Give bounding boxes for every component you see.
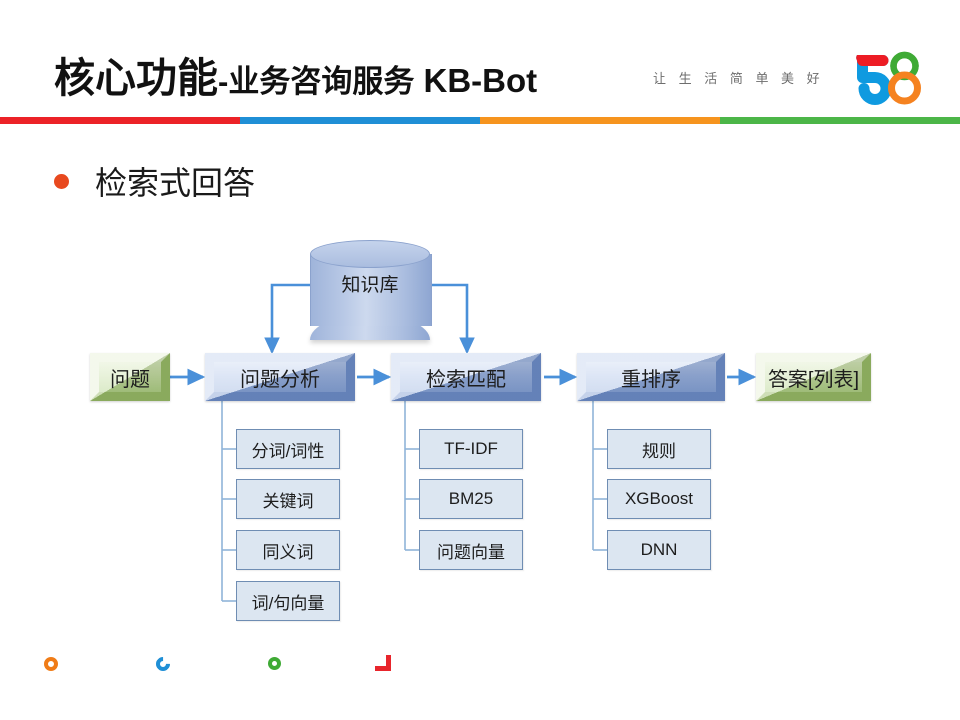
subbox-label: BM25 <box>448 489 494 508</box>
deco-green-ring-icon <box>268 657 281 670</box>
header-bar-orange <box>480 117 720 124</box>
page-title: 核心功能-业务咨询服务 KB-Bot <box>54 44 537 104</box>
subbox-rules[interactable]: 规则 <box>607 429 711 469</box>
flow-box-rerank-label: 重排序 <box>621 368 681 391</box>
subbox-label: 分词/词性 <box>251 441 325 461</box>
flow-box-question-analysis-label: 问题分析 <box>240 368 320 391</box>
knowledge-base-label: 知识库 <box>341 274 399 296</box>
subbox-xgboost[interactable]: XGBoost <box>607 479 711 519</box>
flow-box-retrieval-match[interactable]: 检索匹配 <box>391 353 541 401</box>
page-title-main: 核心功能 <box>54 55 218 101</box>
subbox-label: TF-IDF <box>444 439 498 458</box>
subbox-word-sentence-vector[interactable]: 词/句向量 <box>236 581 340 621</box>
header-bar-blue <box>240 117 480 124</box>
subbox-label: 同义词 <box>262 542 314 562</box>
subbox-keyword[interactable]: 关键词 <box>236 479 340 519</box>
bullet-heading: 检索式回答 <box>54 158 255 204</box>
subbox-label: 规则 <box>642 441 676 461</box>
flow-box-question-analysis[interactable]: 问题分析 <box>205 353 355 401</box>
page-title-sub: 业务咨询服务 <box>228 64 415 99</box>
header-bar-green <box>720 117 960 124</box>
subbox-label: 词/句向量 <box>251 593 325 613</box>
subbox-question-vector[interactable]: 问题向量 <box>419 530 523 570</box>
subbox-dnn[interactable]: DNN <box>607 530 711 570</box>
subbox-label: DNN <box>640 540 678 559</box>
subbox-label: 关键词 <box>262 491 314 511</box>
page-title-product: KB-Bot <box>423 62 538 99</box>
flow-box-retrieval-match-label: 检索匹配 <box>426 368 506 391</box>
subbox-tfidf[interactable]: TF-IDF <box>419 429 523 469</box>
subbox-label: XGBoost <box>624 489 694 508</box>
flow-box-question-label: 问题 <box>110 368 150 391</box>
subbox-label: 问题向量 <box>437 542 505 562</box>
subbox-bm25[interactable]: BM25 <box>419 479 523 519</box>
subbox-synonym[interactable]: 同义词 <box>236 530 340 570</box>
knowledge-base-cylinder[interactable]: 知识库 <box>310 240 432 340</box>
page-title-dash: - <box>218 64 229 99</box>
brand-slogan: 让 生 活 简 单 美 好 <box>653 71 825 86</box>
deco-orange-ring-icon <box>44 657 58 671</box>
flow-box-rerank[interactable]: 重排序 <box>577 353 725 401</box>
cylinder-top <box>310 240 430 268</box>
bullet-dot-icon <box>54 173 69 189</box>
subbox-segmentation-pos[interactable]: 分词/词性 <box>236 429 340 469</box>
flow-box-answer-list-label: 答案[列表] <box>767 368 860 391</box>
deco-red-corner-icon <box>375 655 391 671</box>
logo-58-icon <box>856 51 921 105</box>
header-bar-red <box>0 117 240 124</box>
flow-box-answer-list[interactable]: 答案[列表] <box>756 353 871 401</box>
flow-box-question[interactable]: 问题 <box>90 353 170 401</box>
bullet-heading-label: 检索式回答 <box>95 165 256 201</box>
